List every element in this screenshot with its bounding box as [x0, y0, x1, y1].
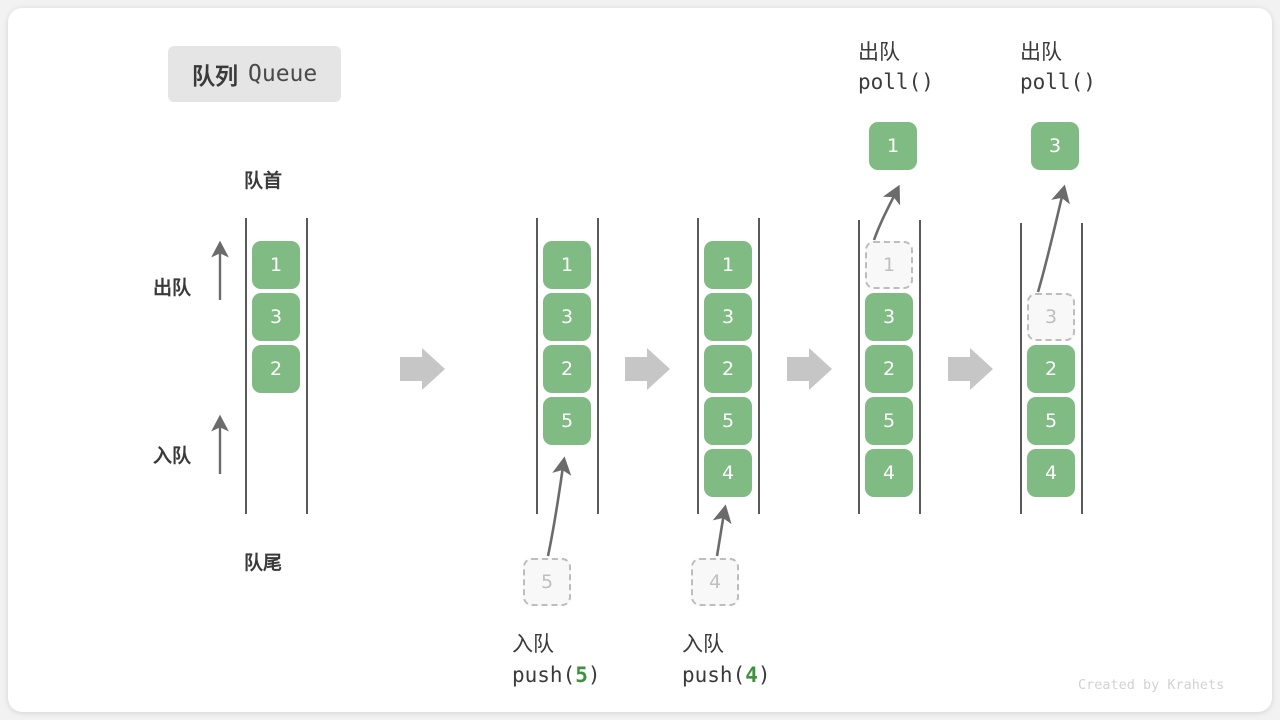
queue-cell: 3 [252, 293, 300, 341]
diagram-stage: 队列 Queue 队首 队尾 出队 入队 1 3 2 1 3 2 5 5 入队 p… [8, 8, 1272, 712]
step-caption-cn: 出队 [1020, 40, 1062, 64]
outgoing-cell: 3 [1031, 122, 1079, 170]
code-arg: 4 [745, 663, 758, 687]
queue-rail-left-5 [1020, 223, 1022, 514]
enqueue-label: 入队 [153, 445, 192, 467]
queue-cell: 3 [543, 293, 591, 341]
queue-cell: 3 [1027, 293, 1075, 341]
code-suffix: ) [587, 663, 601, 687]
transition-arrow-1 [400, 348, 445, 390]
queue-rail-right-2 [597, 218, 599, 514]
queue-cell: 2 [704, 345, 752, 393]
step-caption-cn: 出队 [858, 40, 900, 64]
watermark: Created by Krahets [1078, 677, 1225, 693]
step-caption-cn: 入队 [682, 632, 724, 656]
step-caption-code: poll() [1020, 70, 1096, 94]
queue-cell: 5 [1027, 397, 1075, 445]
code-prefix: push( [512, 663, 576, 687]
queue-cell: 4 [704, 449, 752, 497]
queue-cell: 1 [252, 241, 300, 289]
push-arrow-5 [546, 456, 572, 557]
queue-cell: 2 [1027, 345, 1075, 393]
diagram-title-badge: 队列 Queue [168, 46, 342, 102]
queue-cell: 4 [1027, 449, 1075, 497]
queue-cell: 5 [543, 397, 591, 445]
transition-arrow-2 [625, 348, 670, 390]
queue-cell: 3 [865, 293, 913, 341]
queue-cell: 2 [865, 345, 913, 393]
queue-cell: 3 [704, 293, 752, 341]
rear-label: 队尾 [244, 552, 283, 574]
code-arg: 5 [575, 663, 588, 687]
queue-rail-left-1 [245, 218, 247, 514]
queue-cell: 5 [865, 397, 913, 445]
incoming-ghost-cell: 5 [523, 558, 571, 606]
title-english: Queue [248, 61, 318, 87]
title-chinese: 队列 [192, 64, 238, 90]
queue-cell: 1 [704, 241, 752, 289]
outgoing-cell: 1 [869, 122, 917, 170]
queue-rail-right-3 [758, 218, 760, 514]
incoming-ghost-cell: 4 [691, 558, 739, 606]
transition-arrow-3 [787, 348, 832, 390]
queue-cell: 2 [543, 345, 591, 393]
front-label: 队首 [244, 170, 283, 192]
queue-rail-left-2 [536, 218, 538, 514]
queue-rail-left-4 [858, 220, 860, 514]
transition-arrow-4 [948, 348, 993, 390]
push-arrow-4 [712, 504, 732, 557]
poll-arrow-1 [872, 184, 901, 241]
queue-cell: 1 [865, 241, 913, 289]
queue-rail-right-4 [919, 220, 921, 514]
code-suffix: ) [757, 663, 771, 687]
queue-cell: 1 [543, 241, 591, 289]
code-prefix: push( [682, 663, 746, 687]
queue-rail-left-3 [697, 218, 699, 514]
diagram-card: 队列 Queue 队首 队尾 出队 入队 1 3 2 1 3 2 5 5 入队 p… [8, 8, 1272, 712]
step-caption-cn: 入队 [512, 632, 554, 656]
poll-arrow-3 [1036, 184, 1070, 293]
queue-cell: 4 [865, 449, 913, 497]
step-caption-code: push(4) [682, 663, 771, 687]
step-caption-code: push(5) [512, 663, 601, 687]
dequeue-label: 出队 [153, 277, 192, 299]
step-caption-code: poll() [858, 70, 934, 94]
queue-cell: 2 [252, 345, 300, 393]
queue-cell: 5 [704, 397, 752, 445]
queue-rail-right-1 [306, 218, 308, 514]
queue-rail-right-5 [1081, 223, 1083, 514]
